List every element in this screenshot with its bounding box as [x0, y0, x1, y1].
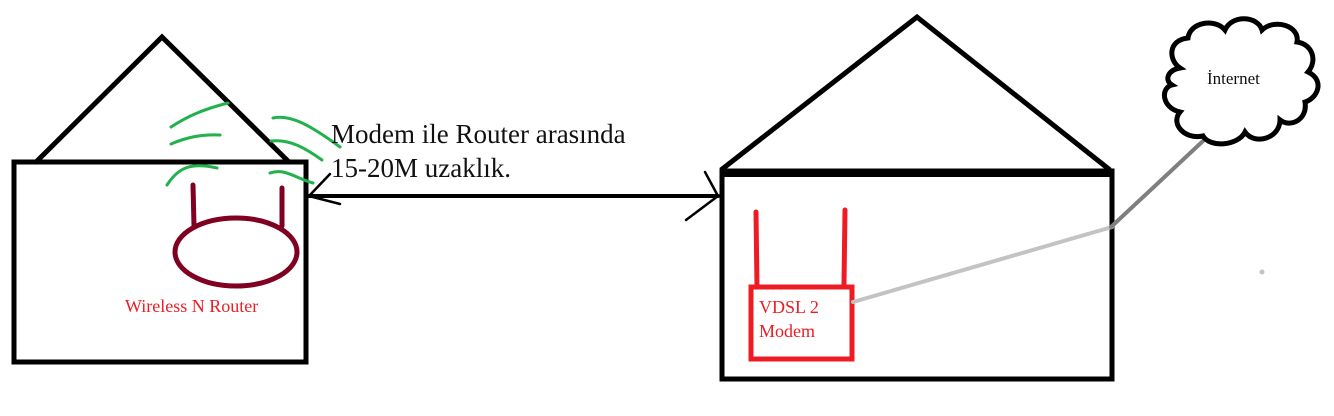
router-antenna-left: [190, 182, 197, 229]
distance-annotation-line1: Modem ile Router arasında: [331, 119, 626, 149]
distance-annotation-line2: 15-20M uzaklık.: [331, 153, 511, 183]
internet-cloud-icon: [1162, 16, 1321, 147]
wifi-waves-icon: [165, 101, 342, 187]
router-body: [172, 215, 300, 289]
modem-cable: [851, 225, 1114, 304]
right-house-body: [719, 168, 1115, 382]
modem-antenna-left: [753, 209, 760, 290]
modem-body: [748, 284, 855, 362]
left-house-roof: [33, 33, 292, 165]
left-house: [11, 33, 309, 365]
distance-annotation: Modem ile Router arasında 15-20M uzaklık…: [331, 117, 626, 185]
right-house-roof: [719, 13, 1112, 172]
stray-dot: [1259, 269, 1265, 275]
modem-icon: [748, 207, 855, 362]
right-house: [719, 13, 1115, 382]
internet-label: İnternet: [1207, 69, 1260, 88]
modem-label-line1: VDSL 2: [759, 297, 819, 317]
left-house-body: [11, 159, 309, 365]
internet-cable: [1109, 139, 1205, 229]
router-icon: [172, 182, 300, 289]
modem-label-line2: Modem: [759, 321, 815, 341]
modem-antenna-right: [841, 207, 848, 287]
modem-label: VDSL 2 Modem: [759, 295, 819, 343]
distance-double-arrow: [307, 170, 720, 222]
router-label: Wireless N Router: [125, 296, 259, 316]
